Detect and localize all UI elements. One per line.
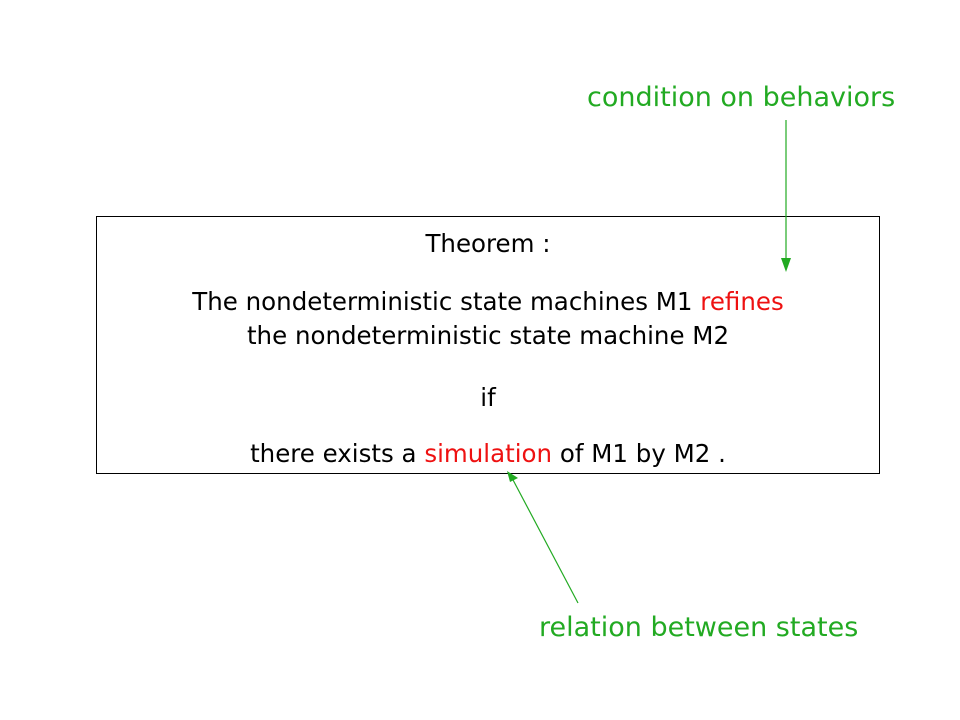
theorem-box: Theorem : The nondeterministic state mac…	[96, 216, 880, 474]
annotation-condition-on-behaviors: condition on behaviors	[587, 82, 896, 113]
arrow-head-refines	[781, 258, 791, 272]
condition-text-suffix: of M1 by M2 .	[552, 439, 726, 468]
statement-text: The nondeterministic state machines M1	[192, 287, 701, 316]
theorem-if: if	[480, 383, 496, 412]
highlight-refines: refines	[700, 287, 784, 316]
theorem-statement-line-1: The nondeterministic state machines M1 r…	[97, 287, 879, 316]
highlight-simulation: simulation	[424, 439, 553, 468]
theorem-statement-line-2: the nondeterministic state machine M2	[246, 321, 730, 350]
arrow-to-simulation	[511, 477, 579, 604]
annotation-relation-between-states: relation between states	[539, 612, 859, 643]
theorem-condition-line: there exists a simulation of M1 by M2 .	[97, 439, 879, 468]
arrow-head-simulation	[507, 471, 518, 482]
theorem-title: Theorem :	[425, 229, 551, 258]
condition-text-prefix: there exists a	[250, 439, 425, 468]
